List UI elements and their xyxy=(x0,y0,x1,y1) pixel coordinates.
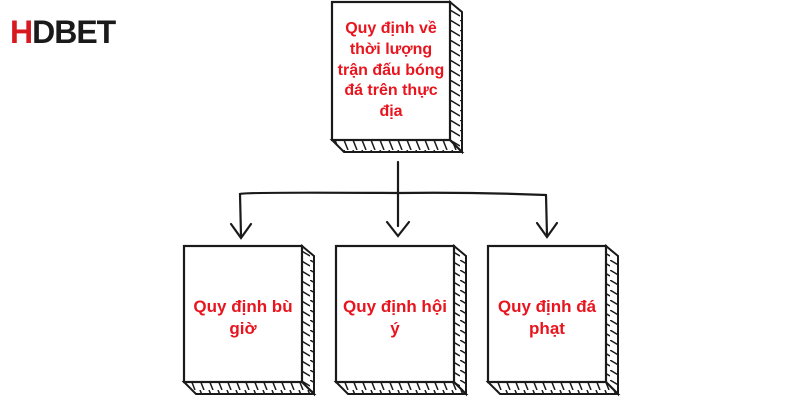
child-box-3 xyxy=(485,243,621,397)
child-box-3-label: Quy định đá phạt xyxy=(497,296,597,338)
arrow-right xyxy=(535,221,559,239)
child-box-1 xyxy=(181,243,317,397)
child-box-1-label: Quy định bù giờ xyxy=(193,296,293,338)
child-box-2-label: Quy định hội ý xyxy=(343,296,447,338)
arrow-left xyxy=(229,222,253,240)
logo-letter-h: H xyxy=(10,14,33,50)
root-box-label: Quy định về thời lượng trận đấu bóng đá … xyxy=(337,20,445,121)
arrow-mid xyxy=(385,220,411,238)
branch-line xyxy=(238,191,548,197)
logo-text-bet: BET xyxy=(54,14,116,50)
child-box-2 xyxy=(333,243,469,397)
connectors xyxy=(229,160,559,240)
hdbet-logo: HDBET xyxy=(10,14,116,50)
right-drop xyxy=(544,193,549,238)
root-box xyxy=(329,0,465,155)
logo-letter-d: D xyxy=(32,14,55,50)
left-drop xyxy=(238,192,243,238)
